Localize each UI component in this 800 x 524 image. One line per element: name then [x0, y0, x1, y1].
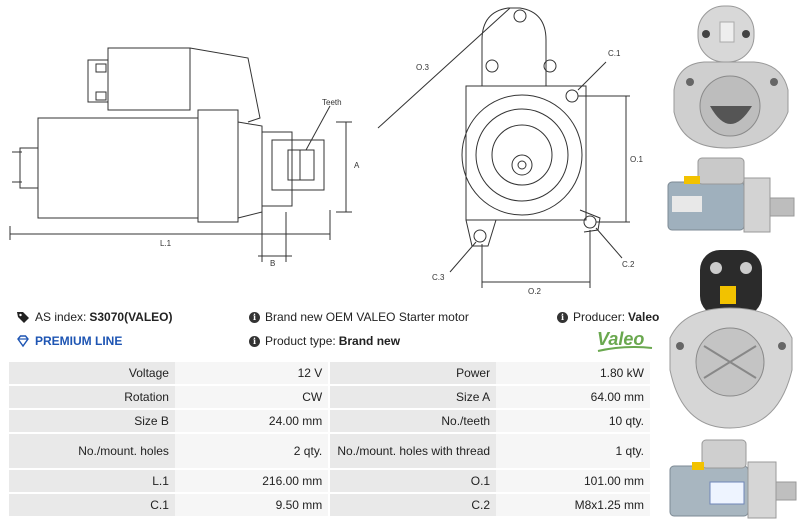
spec-label: O.1	[330, 470, 497, 494]
spec-gap	[328, 362, 331, 386]
svg-text:Valeo: Valeo	[597, 329, 644, 349]
spec-label: No./mount. holes with thread	[330, 434, 497, 470]
hole-c1	[565, 89, 579, 103]
dim-c2-label: C.2	[622, 260, 635, 269]
spec-value: 64.00 mm	[496, 386, 650, 410]
product-photo-rear[interactable]	[664, 246, 798, 432]
spec-gap	[328, 410, 331, 434]
dim-o2-label: O.2	[528, 287, 541, 296]
spec-gap	[328, 470, 331, 494]
spec-value: 24.00 mm	[174, 410, 329, 434]
spec-value: 10 qty.	[496, 410, 650, 434]
spec-value: 1.80 kW	[496, 362, 650, 386]
spec-gap	[328, 386, 331, 410]
spec-value: CW	[174, 386, 329, 410]
dim-a-label: A	[354, 161, 360, 170]
spec-gap	[328, 494, 331, 518]
dim-o1-label: O.1	[630, 155, 643, 164]
spec-label: Voltage	[9, 362, 175, 386]
premium-line-label: PREMIUM LINE	[35, 334, 123, 348]
info-icon: i	[249, 311, 260, 323]
product-type-value: Brand new	[338, 334, 401, 348]
producer-value: Valeo	[628, 310, 660, 324]
front-flange	[481, 7, 547, 86]
as-index: AS index: S3070(VALEO)	[16, 310, 173, 324]
solenoid	[107, 47, 191, 111]
spec-label: Size A	[330, 386, 497, 410]
technical-drawing: Teeth A L.1 B O.3 C.1 O.1 C.3 C.2 O.2	[9, 7, 643, 296]
description-text: Brand new OEM VALEO Starter motor	[265, 310, 469, 324]
spec-value: 1 qty.	[496, 434, 650, 470]
teeth-label: Teeth	[322, 98, 342, 107]
front-housing	[461, 94, 583, 216]
product-type: i Product type: Brand new	[249, 334, 400, 348]
hole-c3	[473, 229, 487, 243]
spec-gap	[328, 434, 331, 470]
dim-c3-label: C.3	[432, 273, 445, 282]
tag-icon	[17, 312, 29, 323]
product-photo-side[interactable]	[664, 154, 798, 236]
spec-value: 9.50 mm	[174, 494, 329, 518]
info-icon: i	[249, 335, 260, 347]
dim-o3-label: O.3	[416, 63, 429, 72]
spec-value: 101.00 mm	[496, 470, 650, 494]
spec-value: 2 qty.	[174, 434, 329, 470]
valeo-logo: Valeo	[597, 329, 653, 352]
info-icon: i	[557, 311, 568, 323]
producer-label: Producer:	[573, 310, 626, 324]
diamond-icon	[17, 335, 29, 348]
product-type-label: Product type:	[265, 334, 336, 348]
spec-label: L.1	[9, 470, 175, 494]
spec-value: 12 V	[174, 362, 329, 386]
spec-value: M8x1.25 mm	[496, 494, 650, 518]
dim-b-label: B	[270, 259, 275, 268]
product-photo-label-side[interactable]	[664, 436, 798, 522]
spec-value: 216.00 mm	[174, 470, 329, 494]
motor-body	[37, 117, 199, 219]
premium-line: PREMIUM LINE	[16, 334, 122, 348]
spec-label: Size B	[9, 410, 175, 434]
spec-label: C.1	[9, 494, 175, 518]
spec-label: Power	[330, 362, 497, 386]
dim-c1-label: C.1	[608, 49, 621, 58]
hole-c2	[583, 215, 597, 229]
spec-label: No./mount. holes	[9, 434, 175, 470]
spec-label: Rotation	[9, 386, 175, 410]
spec-label: C.2	[330, 494, 497, 518]
dim-l1-label: L.1	[160, 239, 172, 248]
producer: i Producer: Valeo	[557, 310, 659, 324]
spec-label: No./teeth	[330, 410, 497, 434]
description: i Brand new OEM VALEO Starter motor	[249, 310, 469, 324]
product-photo-front[interactable]	[664, 2, 798, 152]
as-index-label: AS index:	[35, 310, 87, 324]
as-index-value: S3070(VALEO)	[89, 310, 173, 324]
